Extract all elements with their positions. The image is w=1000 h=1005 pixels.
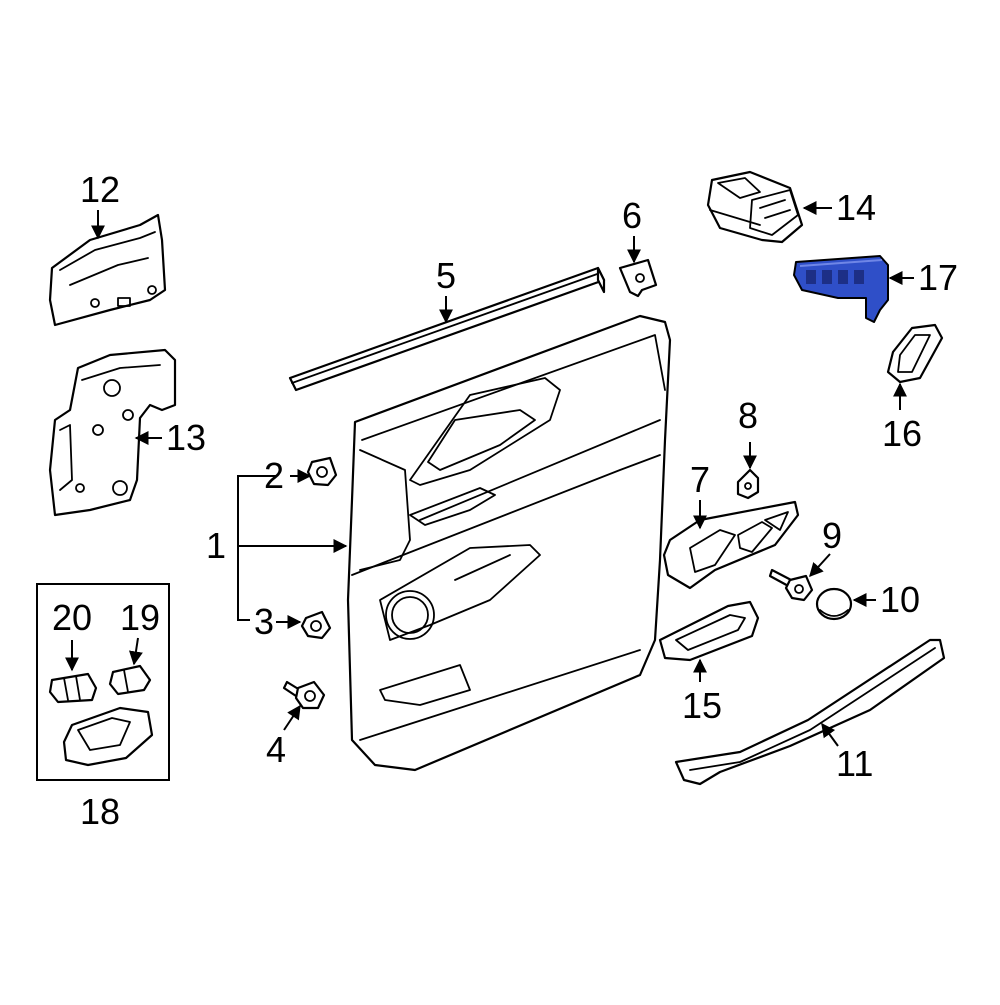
part-1-door-trim-panel[interactable] [346, 314, 672, 772]
callout-11: 11 [836, 743, 873, 784]
part-4-screw[interactable] [282, 680, 326, 710]
part-6-clip[interactable] [618, 258, 658, 298]
part-2-fastener[interactable] [306, 456, 338, 487]
callout-1: 1 [206, 525, 226, 566]
callout-15: 15 [682, 685, 722, 726]
part-16-cover[interactable] [886, 323, 944, 384]
part-17-switch-bezel[interactable] [793, 255, 889, 323]
part-18-insert[interactable] [62, 706, 154, 767]
callout-18: 18 [80, 791, 120, 832]
part-19-clip[interactable] [108, 664, 152, 696]
callout-6: 6 [622, 195, 642, 236]
callout-8: 8 [738, 395, 758, 436]
callout-12: 12 [80, 169, 120, 210]
part-5-belt-weatherstrip[interactable] [288, 266, 606, 392]
callout-20: 20 [52, 597, 92, 638]
part-12-bracket[interactable] [48, 213, 167, 327]
part-18-kit-box [36, 583, 170, 781]
callout-17: 17 [918, 257, 958, 298]
part-8-clip[interactable] [736, 468, 760, 500]
callout-9: 9 [822, 515, 842, 556]
part-3-fastener[interactable] [300, 610, 332, 640]
part-10-cap[interactable] [815, 587, 853, 621]
part-13-lock-actuator[interactable] [48, 348, 177, 517]
leader-lines [65, 201, 914, 747]
callout-7: 7 [690, 459, 710, 500]
callout-5: 5 [436, 255, 456, 296]
part-11-trim-strip[interactable] [674, 638, 946, 786]
part-14-window-switch[interactable] [706, 170, 804, 244]
callout-2: 2 [264, 455, 284, 496]
part-20-clip[interactable] [48, 672, 98, 704]
callout-4: 4 [266, 729, 286, 770]
callout-14: 14 [836, 187, 876, 228]
callout-10: 10 [880, 579, 920, 620]
callout-labels: 1 2 3 4 5 6 7 8 9 10 11 12 13 14 15 16 1… [52, 169, 958, 832]
part-15-pull-cup[interactable] [658, 600, 760, 662]
part-9-screw[interactable] [768, 568, 814, 602]
callout-16: 16 [882, 413, 922, 454]
callout-19: 19 [120, 597, 160, 638]
callout-13: 13 [166, 417, 206, 458]
callout-3: 3 [254, 601, 274, 642]
